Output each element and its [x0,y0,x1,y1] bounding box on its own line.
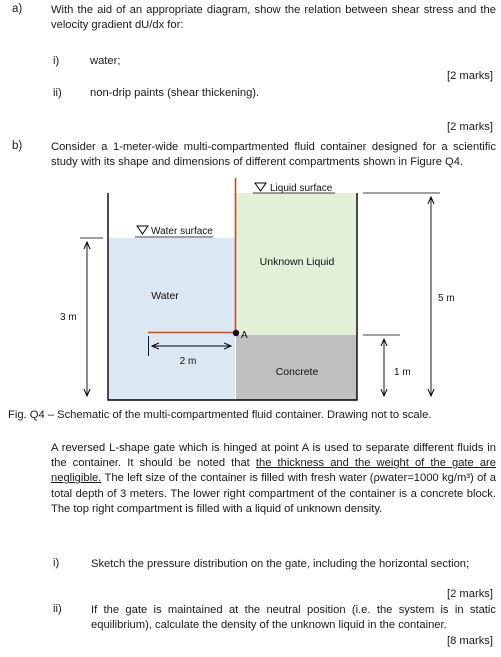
question-i-label: i) [53,557,60,569]
question-i-text: Sketch the pressure distribution on the … [91,558,470,570]
unknown-liquid-label: Unknown Liquid [260,256,335,268]
figure-caption: Fig. Q4 – Schematic of the multi-compart… [8,409,432,421]
part-a-i-text: water; [90,55,121,67]
concrete-label: Concrete [276,366,319,378]
concrete-region [236,335,357,400]
part-a-ii-label: ii) [53,87,62,99]
gate-paragraph-part1: A reversed L-shape gate which is hinged … [51,442,496,470]
part-a-label: a) [12,3,23,15]
gate-paragraph-underlined: the thickness and the weight of the gate… [51,457,497,485]
point-a-label: A [241,330,248,341]
liquid-surface-label: Liquid surface [270,183,333,194]
dimension-3m-label: 3 m [60,312,77,323]
part-b-text: Consider a 1-meter-wide multi-compartmen… [51,141,496,169]
dimension-1m-label: 1 m [394,367,411,378]
part-a-i-marks: [2 marks] [446,70,493,82]
gate-paragraph-part2: The left size of the container is filled… [51,472,496,515]
dimension-2m-label: 2 m [180,356,197,367]
part-a-i-label: i) [53,55,60,67]
liquid-surface-marker-icon [254,182,267,192]
hinge-point-a [232,329,240,337]
water-surface-label: Water surface [151,226,213,237]
unknown-liquid-region [236,193,357,335]
part-a-ii-text: non-drip paints (shear thickening). [90,87,260,99]
part-a-ii-marks: [2 marks] [446,121,493,133]
water-surface-marker-icon [136,225,149,235]
question-ii-text: If the gate is maintained at the neutral… [91,604,496,632]
part-b-label: b) [12,140,23,152]
question-ii-marks: [8 marks] [446,635,493,647]
question-i-marks: [2 marks] [446,588,493,600]
dimension-5m-label: 5 m [438,293,455,304]
part-a-text: With the aid of an appropriate diagram, … [51,4,496,32]
water-region [108,238,235,400]
container-walls [107,193,358,401]
gate-paragraph: A reversed L-shape gate which is hinged … [51,441,496,517]
water-label: Water [151,290,179,302]
question-ii-label: ii) [53,603,62,615]
